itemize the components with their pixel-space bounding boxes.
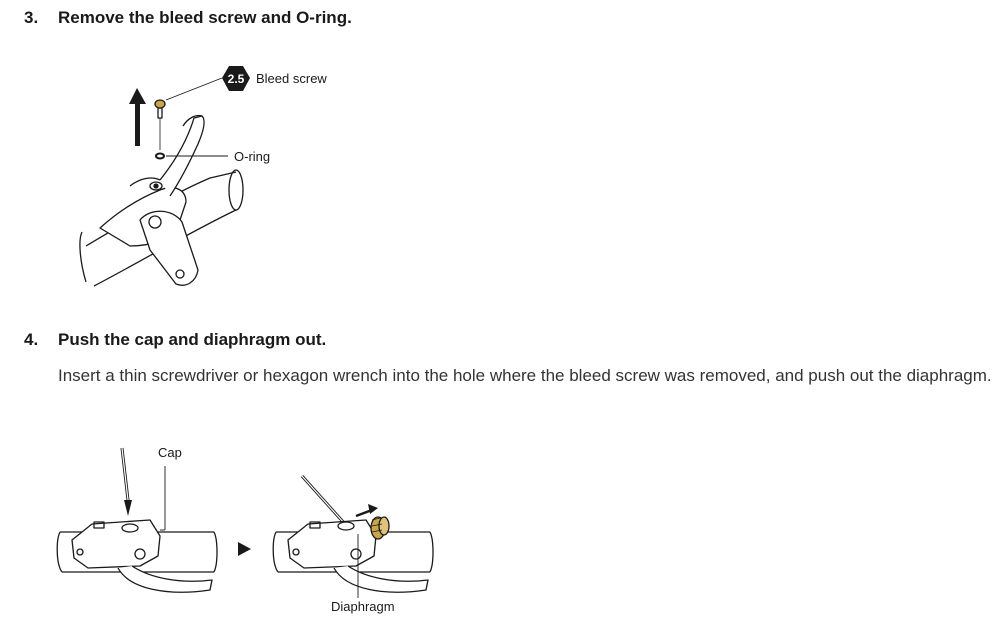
step-3-heading: 3. Remove the bleed screw and O-ring. bbox=[24, 8, 352, 28]
step-3-title: Remove the bleed screw and O-ring. bbox=[58, 8, 352, 27]
lever-body-right bbox=[287, 519, 377, 569]
up-arrow-icon bbox=[129, 88, 146, 146]
diaphragm bbox=[370, 516, 390, 540]
cap-label: Cap bbox=[158, 445, 182, 460]
hex-wrench-size-badge: 2.5 bbox=[222, 66, 250, 91]
o-ring-label: O-ring bbox=[234, 149, 270, 164]
step-3-number: 3. bbox=[24, 8, 39, 27]
bleed-screw-label: Bleed screw bbox=[256, 71, 327, 86]
step-4-description: Insert a thin screwdriver or hexagon wre… bbox=[58, 366, 992, 385]
figure-2-right bbox=[272, 474, 434, 598]
step-4-heading: 4. Push the cap and diaphragm out. bbox=[24, 330, 326, 350]
o-ring bbox=[155, 152, 165, 160]
clamp bbox=[139, 210, 199, 286]
bleed-screw bbox=[154, 99, 166, 150]
diaphragm-label: Diaphragm bbox=[331, 599, 395, 614]
figure-1-bleed-screw-removal bbox=[79, 77, 244, 287]
step-4-title: Push the cap and diaphragm out. bbox=[58, 330, 327, 349]
tool-size-text: 2.5 bbox=[228, 72, 245, 86]
lever-body-left bbox=[71, 519, 161, 569]
play-arrow-icon bbox=[238, 542, 251, 556]
step-4-number: 4. bbox=[24, 330, 39, 349]
figure-2-left bbox=[56, 447, 218, 593]
